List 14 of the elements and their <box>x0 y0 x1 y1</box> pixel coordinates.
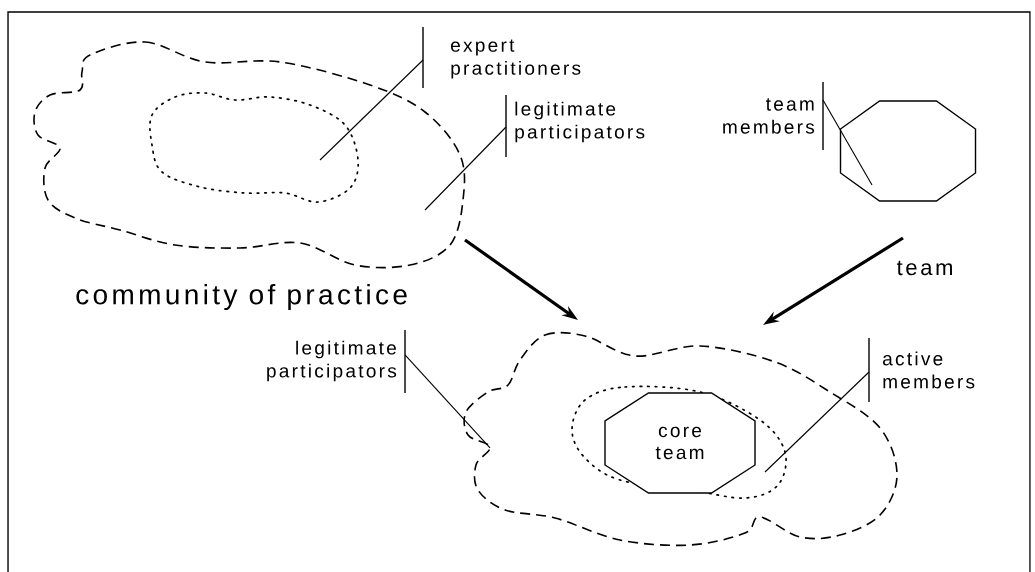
cloud-shape <box>149 92 360 203</box>
leader-line <box>764 371 870 473</box>
shape-label: community of practice <box>76 283 407 311</box>
leader-line <box>319 59 424 161</box>
octagon: core team <box>604 392 756 494</box>
leader-label: legitimate participators <box>505 94 645 158</box>
leader-label: team members <box>723 81 824 151</box>
leader-line <box>424 126 507 211</box>
leader-line <box>404 354 491 449</box>
leader-label: legitimate participators <box>267 329 406 394</box>
leader-label: active members <box>868 337 975 403</box>
leader-line <box>822 99 873 186</box>
shape-label: team <box>896 260 952 276</box>
leader-label: expert practitioners <box>422 26 581 89</box>
